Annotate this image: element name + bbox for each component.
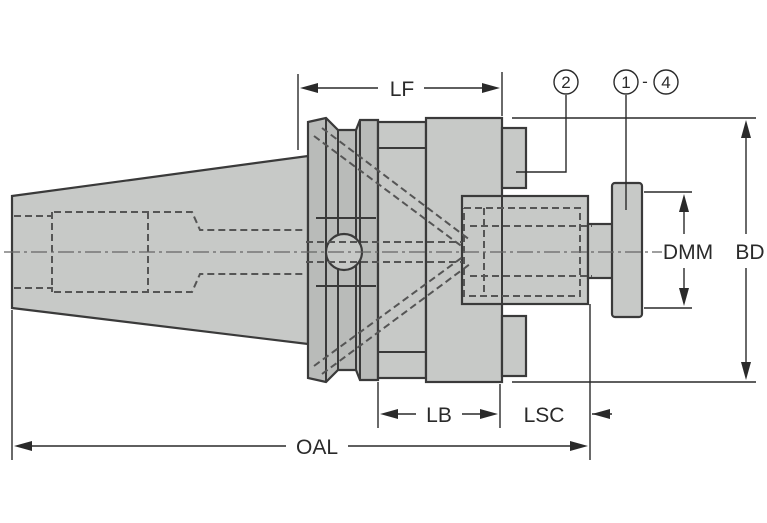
arbor-pilot [460,194,590,306]
dimension-oal: OAL [11,310,588,460]
lock-screw-head [610,181,644,319]
taper-shank [10,154,310,346]
label-oal: OAL [296,436,338,459]
callout-item-2-number: 2 [561,73,570,92]
callout-item-4-number: 4 [661,73,670,92]
label-bd: BD [735,241,764,264]
label-lf: LF [390,78,415,101]
dimension-lb: LB [377,382,501,428]
dimension-dmm: DMM [644,191,713,309]
drive-key-bottom [500,314,528,378]
label-dmm: DMM [663,241,713,264]
dimension-lsc: LSC [524,304,612,460]
callout-item-1-number: 1 [621,73,630,92]
callout-item-1-4: 1 - 4 [613,69,679,210]
callout-item-2: 2 [516,69,579,173]
drive-key-top [500,126,528,190]
callout-range-dash: - [642,72,648,91]
label-lsc: LSC [524,404,565,427]
arbor-neck [586,222,616,280]
label-lb: LB [426,404,452,427]
dimension-bd: BD [512,117,765,383]
dimension-lf: LF [297,72,503,150]
mid-body [376,120,428,380]
